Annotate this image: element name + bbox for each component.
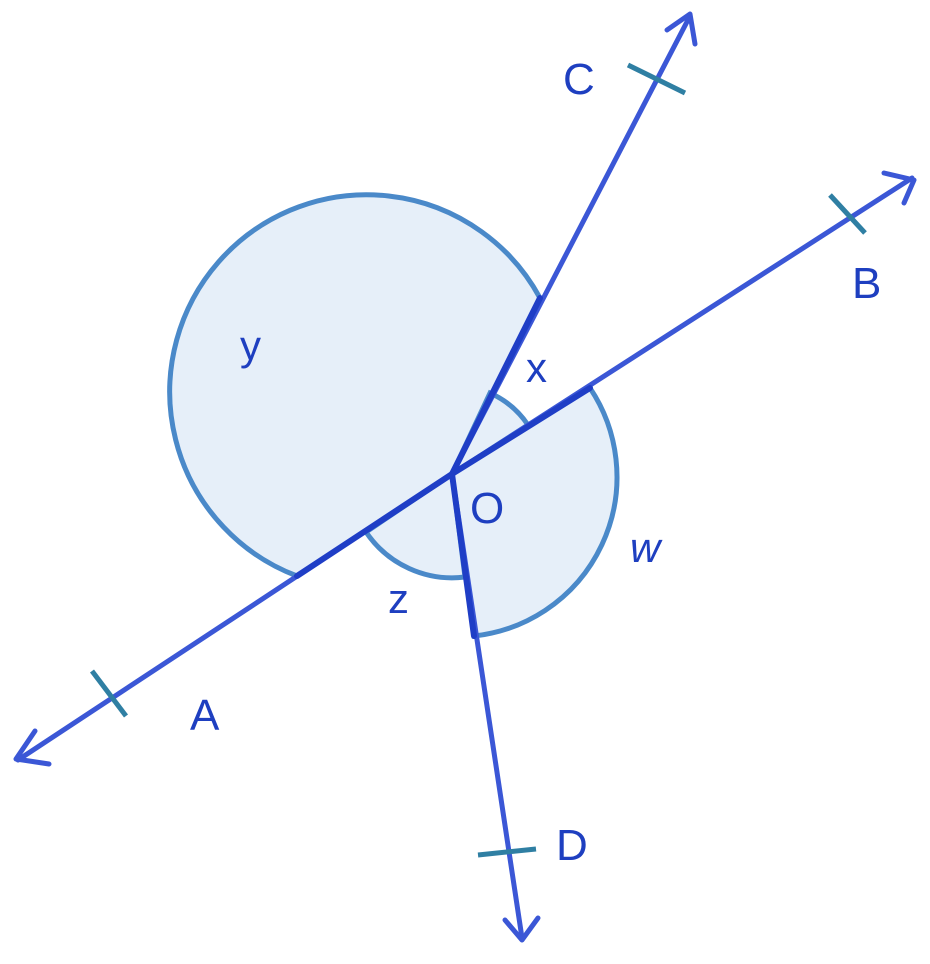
angle-label-y: y (240, 322, 261, 369)
angle-label-z: z (388, 575, 409, 622)
ray-od-inner (449, 471, 477, 639)
angle-y-sector (167, 192, 543, 579)
arrowhead-b (881, 170, 917, 206)
ray-ob-inner (449, 385, 593, 477)
tick-mark-c (626, 62, 687, 96)
ray-oc-inner (449, 295, 543, 477)
tick-mark-d (477, 846, 537, 858)
ray-oa-inner (294, 471, 455, 579)
point-label-b: B (852, 259, 881, 308)
tick-mark-a (90, 669, 128, 718)
arrowhead-c (664, 11, 698, 47)
tick-mark-b (828, 193, 867, 235)
point-label-o: O (470, 484, 504, 533)
point-label-d: D (556, 821, 588, 870)
angle-z-sector (362, 469, 468, 581)
angle-label-w: w (630, 524, 663, 571)
arrowhead-d (502, 915, 541, 943)
point-label-a: A (190, 691, 220, 740)
point-label-c: C (563, 55, 595, 104)
angle-label-x: x (526, 344, 547, 391)
arrowhead-a (13, 728, 52, 767)
